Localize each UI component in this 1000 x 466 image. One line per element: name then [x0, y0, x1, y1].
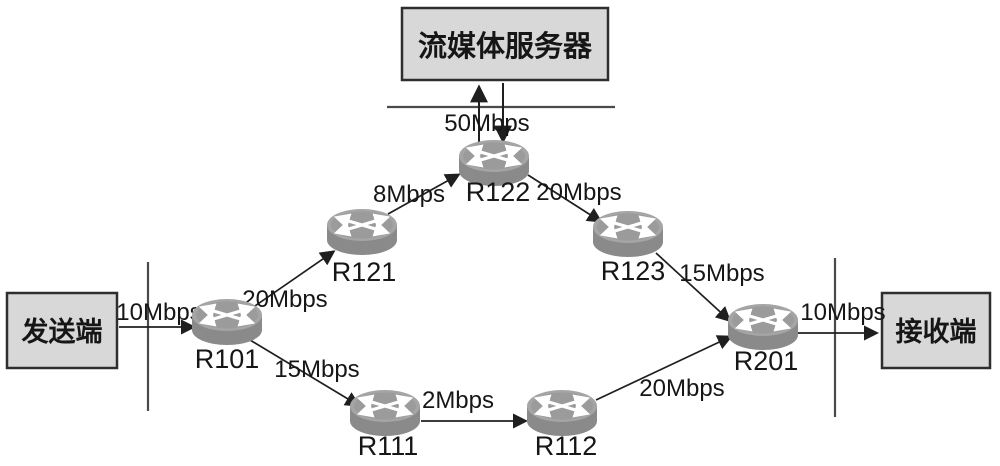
link-r121-r122-line: [387, 173, 461, 215]
link-r122-r123: 20Mbps: [527, 174, 622, 223]
link-r123-r201: 15Mbps: [655, 252, 765, 323]
link-label-r112-r201: 20Mbps: [639, 375, 724, 402]
link-label-r101-r111: 15Mbps: [274, 356, 359, 383]
router-icon-r121: [327, 209, 397, 255]
link-r101-r111-line: [249, 339, 361, 407]
link-label-r111-r112: 2Mbps: [422, 387, 494, 414]
link-sender-r101: 10Mbps: [116, 299, 202, 335]
router-icon-r112: [527, 390, 597, 436]
server-box: [400, 6, 610, 82]
router-label-r122: R122: [466, 177, 531, 207]
link-r101-r121: 20Mbps: [242, 250, 336, 313]
link-r111-r112: 2Mbps: [421, 387, 529, 429]
link-server-r122: 50Mbps: [444, 83, 530, 147]
receiver-label: 接收端: [896, 317, 977, 347]
router-r112: R112: [527, 390, 597, 461]
link-r101-r121-line: [251, 250, 336, 309]
sender-label: 发送端: [21, 316, 103, 347]
router-label-r201: R201: [734, 346, 799, 376]
link-r101-r111: 15Mbps: [249, 339, 361, 407]
router-r121: R121: [327, 209, 397, 287]
link-label-r122-r123: 20Mbps: [536, 179, 621, 206]
link-r123-r201-line: [655, 252, 732, 323]
router-icon-r111: [350, 390, 420, 436]
link-label-server-r122: 50Mbps: [444, 110, 529, 137]
sender-box: [5, 291, 119, 370]
router-label-r112: R112: [535, 431, 598, 461]
link-r121-r122: 8Mbps: [373, 173, 461, 215]
server-label: 流媒体服务器: [418, 30, 593, 63]
sender-node: 发送端: [5, 291, 119, 370]
router-label-r101: R101: [195, 344, 260, 374]
router-r111: R111: [350, 390, 420, 461]
router-r101: R101: [192, 299, 262, 374]
router-icon-r201: [728, 304, 798, 350]
router-label-r111: R111: [358, 431, 419, 461]
router-label-r123: R123: [601, 256, 666, 286]
server-node: 流媒体服务器: [400, 6, 610, 82]
router-r201: R201: [728, 304, 798, 376]
link-r122-r123-line: [527, 174, 603, 223]
receiver-box: [880, 291, 992, 370]
link-label-sender-r101: 10Mbps: [116, 299, 201, 326]
router-r123: R123: [593, 211, 665, 286]
router-icon-r123: [593, 211, 663, 257]
link-label-r121-r122: 8Mbps: [373, 181, 445, 208]
link-label-r123-r201: 15Mbps: [679, 260, 764, 287]
router-label-r121: R121: [332, 257, 397, 287]
router-r122: R122: [459, 140, 530, 207]
router-icon-r101: [192, 299, 262, 345]
link-r201-receiver: 10Mbps: [798, 299, 886, 341]
receiver-node: 接收端: [880, 291, 992, 370]
link-r112-r201: 20Mbps: [595, 335, 733, 402]
link-label-r201-receiver: 10Mbps: [800, 299, 885, 326]
link-r112-r201-line: [595, 335, 733, 401]
